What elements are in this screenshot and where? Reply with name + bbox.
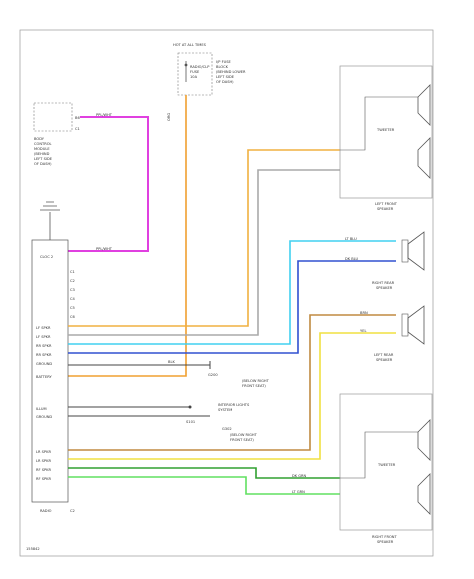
bcm-label-6: OF DASH)	[34, 162, 52, 166]
ip-fuse-block-label-5: OF DASH)	[216, 80, 234, 84]
fuse-label-1: RADIO/CLP	[190, 65, 210, 69]
left-front-woofer-icon	[417, 84, 431, 126]
wire-gray-lf	[68, 169, 340, 336]
ip-fuse-block-label-1: I/P FUSE	[216, 60, 232, 64]
wire-ppl-wht	[68, 116, 149, 252]
bcm-label-4: (BEHIND	[34, 152, 50, 156]
wire-dk-grn-rf	[68, 467, 340, 479]
wire-lt-blu-rr	[68, 240, 396, 345]
ip-fuse-block-label-4: LEFT SIDE	[216, 75, 235, 79]
wire-ppl-wht-label-1: PPL/WHT	[96, 113, 113, 117]
radio-func-lr-spkr-2: LR SPKR	[36, 459, 51, 463]
right-front-tweeter-label: TWEETER	[377, 463, 396, 467]
left-front-speaker-box	[339, 65, 433, 199]
bcm-label-1: BODY	[34, 137, 45, 141]
wire-tan-lf	[68, 149, 340, 327]
left-front-internal-wiring	[340, 96, 418, 151]
g302-location-2: FRONT SEAT)	[230, 438, 254, 442]
radio-func-rf-spkr-1: RF SPKR	[36, 468, 52, 472]
wire-dk-blu-label: DK BLU	[345, 257, 359, 261]
wire-org	[68, 95, 187, 377]
s101-splice	[188, 405, 192, 409]
interior-lights-label-2: SYSTEM	[218, 408, 232, 412]
radio-pin-6: C6	[70, 315, 76, 319]
radio-pin-5: C5	[70, 306, 75, 310]
body-control-module-box	[33, 102, 73, 132]
bcm-connector-label: C1	[75, 127, 80, 131]
left-rear-speaker-terminal	[401, 313, 409, 337]
ip-fuse-block-label-3: (BEHIND LOWER	[216, 70, 246, 74]
right-front-speaker-label-2: SPEAKER	[377, 540, 394, 544]
wire-brn-lr	[68, 314, 396, 451]
right-front-woofer-icon	[417, 473, 431, 515]
radio-pin-2: C2	[70, 279, 75, 283]
left-rear-speaker-label-2: SPEAKER	[376, 358, 393, 362]
left-front-speaker-label-2: SPEAKER	[377, 207, 394, 211]
radio-pin-group: C1 C2 C3 C4 C5 C6	[70, 270, 76, 319]
wire-lt-grn-label: LT GRN	[292, 490, 305, 494]
g200-location-2: FRONT SEAT)	[242, 384, 266, 388]
g302-label: G302	[222, 427, 232, 431]
left-front-tweeter-label: TWEETER	[376, 128, 395, 132]
radio-func-battery: BATTERY	[36, 375, 53, 379]
radio-func-rr-spkr-2: RR SPKR	[36, 353, 52, 357]
wire-lt-blu-label: LT BLU	[345, 237, 357, 241]
radio-func-lf-spkr-1: LF SPKR	[36, 326, 51, 330]
radio-pin-1: C1	[70, 270, 75, 274]
right-rear-speaker-label-1: RIGHT REAR	[372, 281, 395, 285]
wire-ppl-wht-label-2: PPL/WHT	[96, 247, 113, 251]
radio-func-lr-spkr-1: LR SPKR	[36, 450, 51, 454]
g200-label: G200	[208, 373, 218, 377]
ip-fuse-block-label-2: BLOCK	[216, 65, 229, 69]
right-rear-speaker-label-2: SPEAKER	[376, 286, 393, 290]
wire-yel-lr	[68, 332, 396, 460]
right-rear-speaker-terminal	[401, 239, 409, 263]
left-front-speaker-label-1: LEFT FRONT	[375, 202, 398, 206]
wire-dk-blu-rr	[68, 260, 396, 354]
radio-pin-3: C3	[70, 288, 75, 292]
diagram-frame	[19, 29, 434, 557]
antenna-icon	[40, 201, 60, 211]
fuse-label-2: FUSE	[190, 70, 200, 74]
fuse-label-3: 10A	[190, 75, 198, 79]
radio-label: RADIO	[40, 509, 52, 513]
bcm-label-3: MODULE	[34, 147, 50, 151]
radio-box	[31, 239, 69, 503]
wire-brn-label: BRN	[360, 311, 368, 315]
radio-func-illum: ILLUM	[36, 407, 47, 411]
radio-func-ground: GROUND	[36, 362, 52, 366]
wire-blk-label: BLK	[168, 360, 175, 364]
left-rear-speaker-label-1: LEFT REAR	[374, 353, 394, 357]
right-front-tweeter-icon	[417, 419, 431, 461]
fuse-box	[177, 52, 213, 96]
left-front-tweeter-icon	[417, 137, 431, 179]
g200-location-1: (BELOW RIGHT	[242, 379, 270, 383]
wire-dk-grn-label: DK GRN	[292, 474, 307, 478]
g302-location-1: (BELOW RIGHT	[230, 433, 258, 437]
radio-cloc-label: CLOC 2	[40, 255, 53, 259]
radio-func-ground-2: GROUND	[36, 415, 52, 419]
s101-label: S101	[186, 420, 195, 424]
wire-yel-label: YEL	[360, 329, 366, 333]
right-front-speaker-box	[339, 393, 433, 531]
wire-org-label: ORG	[167, 113, 171, 121]
hot-at-all-times-label: HOT AT ALL TIMES	[173, 43, 207, 47]
radio-func-lf-spkr-2: LF SPKR	[36, 335, 51, 339]
right-front-speaker-label-1: RIGHT FRONT	[372, 535, 397, 539]
right-rear-speaker-icon	[407, 231, 425, 271]
bcm-label-5: LEFT SIDE	[34, 157, 53, 161]
radio-func-rr-spkr-1: RR SPKR	[36, 344, 52, 348]
right-front-internal-wiring	[340, 431, 418, 479]
radio-func-rf-spkr-2: RF SPKR	[36, 477, 52, 481]
interior-lights-label-1: INTERIOR LIGHTS	[218, 403, 250, 407]
radio-pin-4: C4	[70, 297, 76, 301]
left-rear-speaker-icon	[407, 305, 425, 345]
bcm-pin-label: B6	[75, 116, 80, 120]
bcm-label-2: CONTROL	[34, 142, 52, 146]
wire-lt-grn-rf	[68, 476, 340, 495]
radio-connector-label: C2	[70, 509, 75, 513]
diagram-id: 155842	[26, 547, 40, 551]
